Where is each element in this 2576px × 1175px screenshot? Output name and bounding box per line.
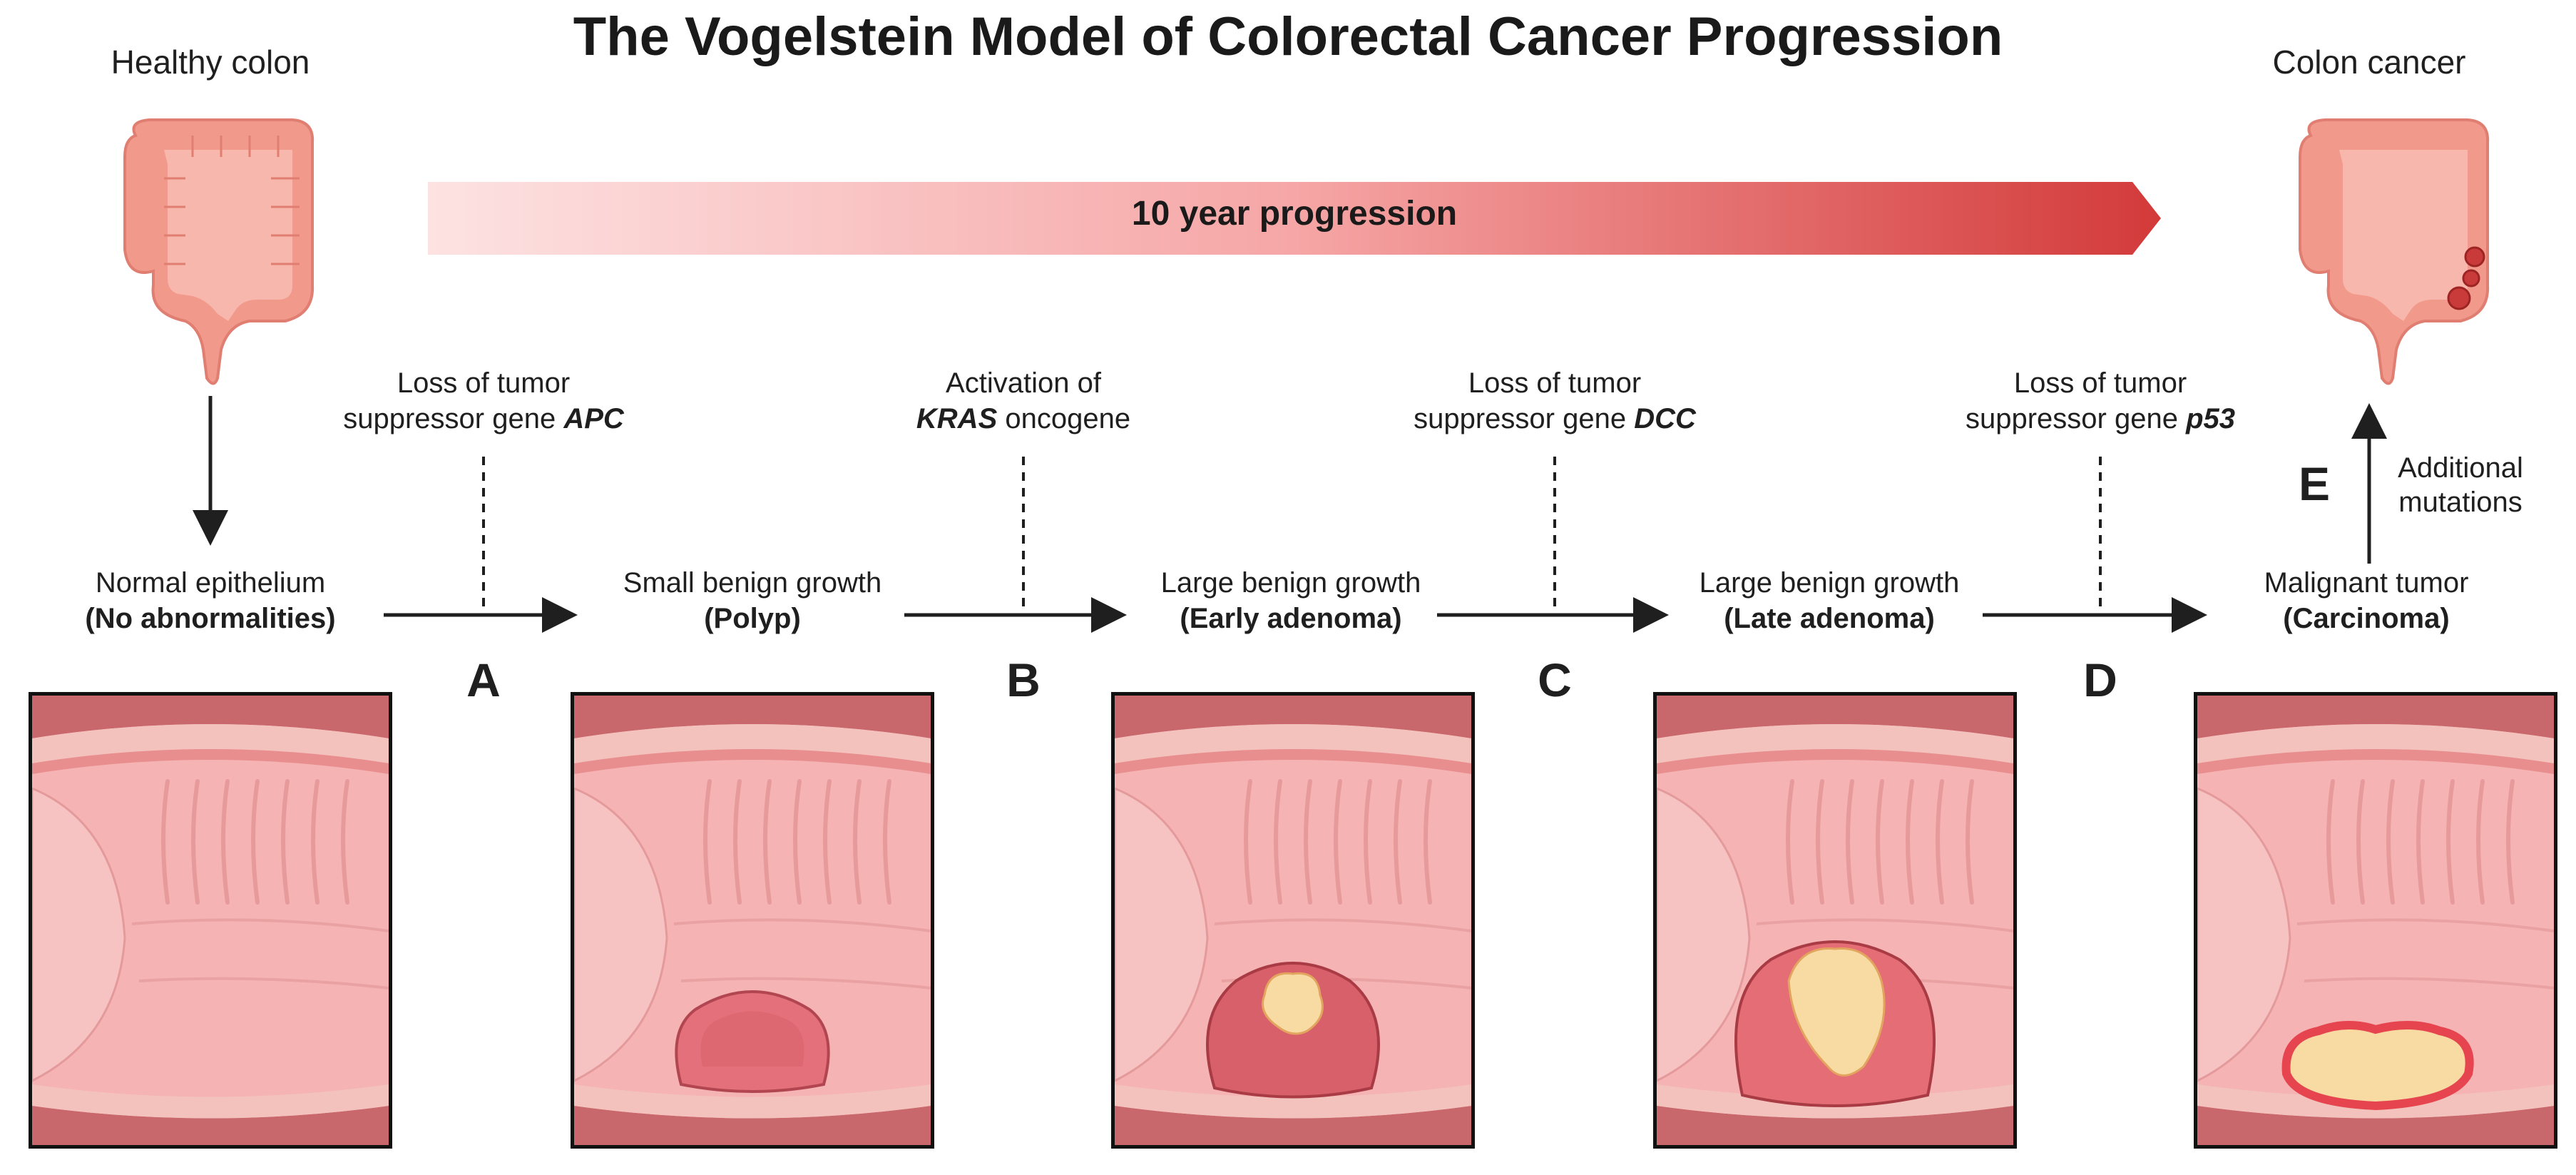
stage-label-late-adenoma: Large benign growth(Late adenoma): [1699, 567, 1960, 634]
panel-late-adenoma: [1653, 692, 2017, 1149]
tissue-illustration: [574, 696, 931, 1145]
step-letter-a: A: [466, 653, 501, 706]
step-letter-c: C: [1538, 653, 1572, 706]
tissue-illustration: [1115, 696, 1471, 1145]
mutation-label-a: Loss of tumor suppressor gene APC: [343, 367, 624, 434]
mutation-label-c: Loss of tumor suppressor gene DCC: [1414, 367, 1696, 434]
late-adenoma-shape: [1734, 940, 1936, 1107]
mutation-label-b: Activation of KRAS oncogene: [916, 367, 1131, 434]
healthy-colon-icon: [123, 118, 315, 385]
colon-interior: [32, 696, 389, 1145]
tissue-illustration: [32, 696, 389, 1145]
colon-interior: [2197, 696, 2554, 1145]
panel-polyp: [571, 692, 934, 1149]
tissue-illustration: [1657, 696, 2013, 1145]
step-letter-d: D: [2083, 653, 2117, 706]
colon-interior: [574, 696, 931, 1145]
polyp-shape: [675, 990, 830, 1093]
progression-label: 10 year progression: [1131, 195, 1458, 233]
progression-bar: [428, 182, 2161, 255]
carcinoma-shape: [2281, 1021, 2474, 1111]
panel-normal-epithelium: [29, 692, 392, 1149]
step-letter-e: E: [2298, 457, 2331, 510]
colon-interior: [1115, 696, 1471, 1145]
diagram-title: The Vogelstein Model of Colorectal Cance…: [573, 6, 2003, 67]
mutation-label-d: Loss of tumor suppressor gene p53: [1965, 367, 2236, 434]
stage-label-early-adenoma: Large benign growth(Early adenoma): [1160, 567, 1421, 634]
tissue-illustration: [2197, 696, 2554, 1145]
panel-carcinoma: [2194, 692, 2557, 1149]
colon-cancer-icon: [2299, 118, 2490, 385]
early-adenoma-shape: [1206, 962, 1380, 1099]
stage-label-normal: Normal epithelium(No abnormalities): [85, 567, 336, 634]
stage-label-carcinoma: Malignant tumor(Carcinoma): [2264, 567, 2469, 634]
panel-early-adenoma: [1111, 692, 1475, 1149]
step-letter-b: B: [1006, 653, 1041, 706]
healthy-colon-label: Healthy colon: [111, 44, 310, 81]
stage-label-polyp: Small benign growth(Polyp): [623, 567, 882, 634]
colon-cancer-label: Colon cancer: [2272, 44, 2466, 81]
